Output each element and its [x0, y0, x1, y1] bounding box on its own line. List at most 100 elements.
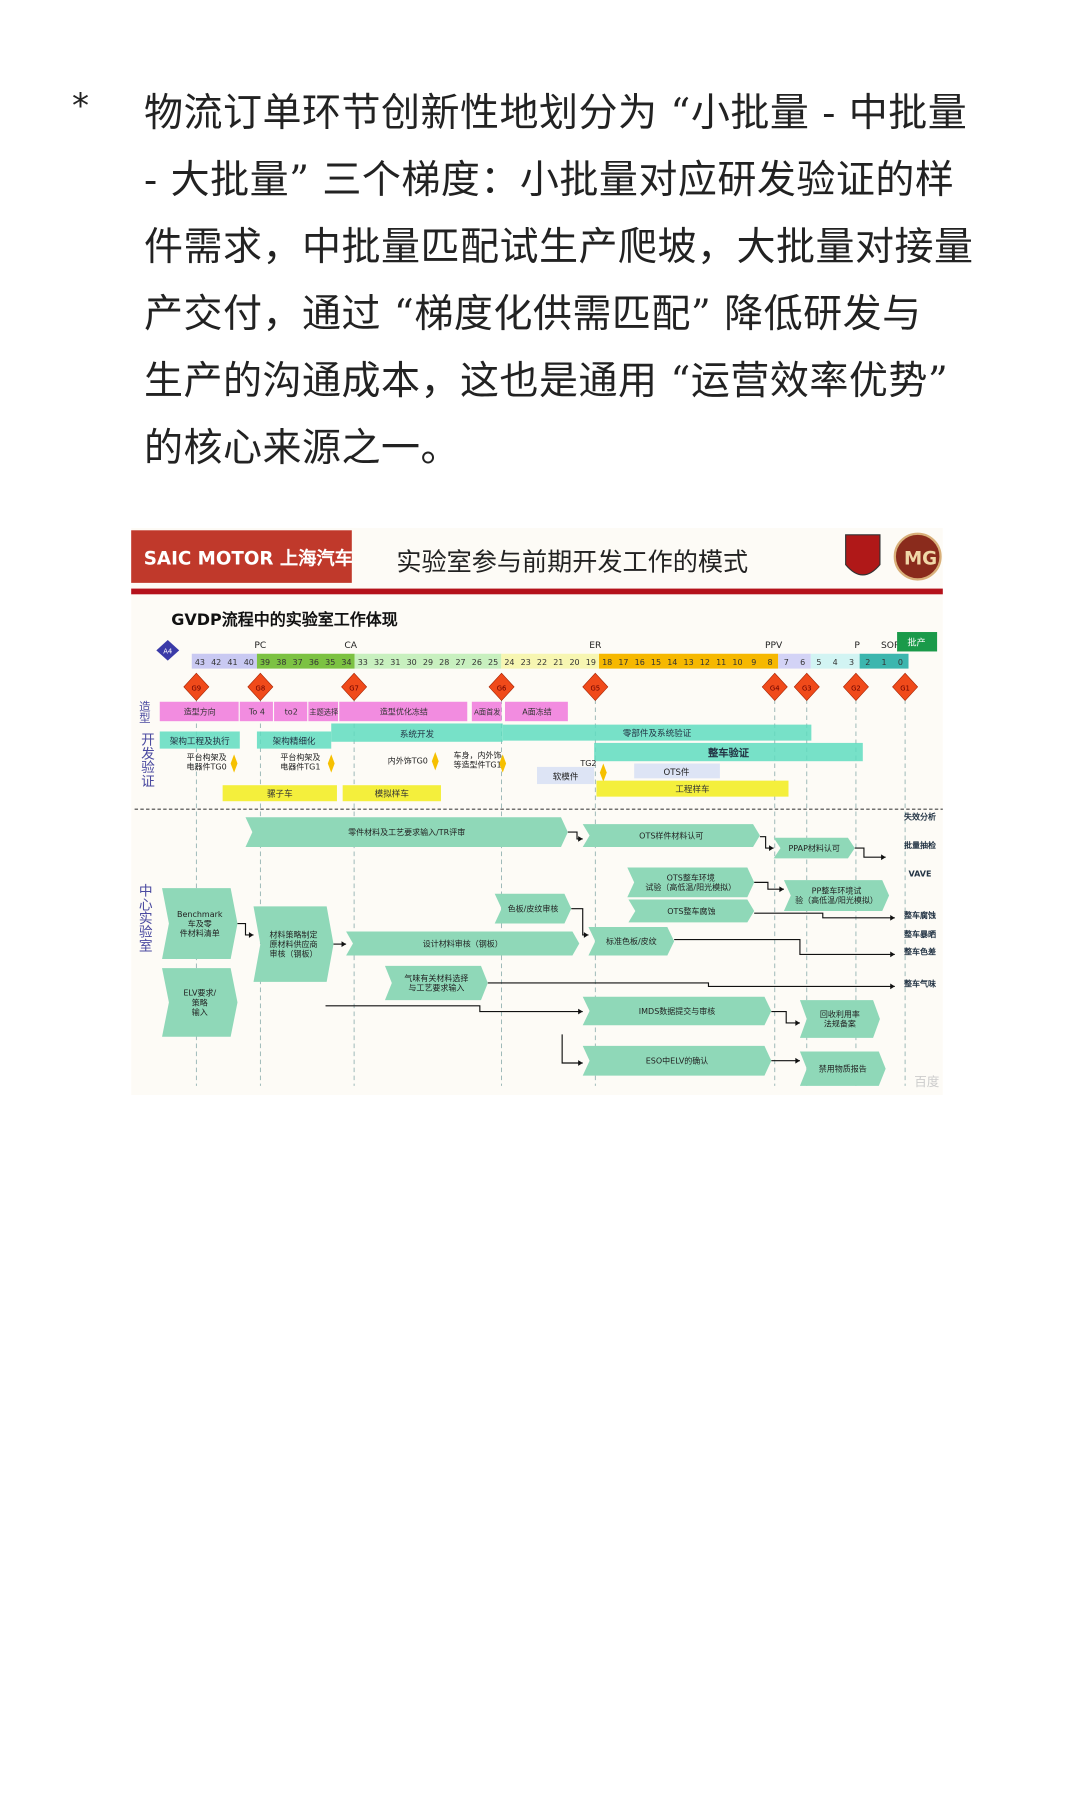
styling-bar: [159, 701, 239, 722]
start-label: A4: [163, 648, 172, 656]
dev-box-label: 软模件: [553, 770, 579, 782]
arrowhead: [890, 983, 895, 990]
week-number: 17: [618, 658, 628, 667]
process-chevron-label: 色板/皮纹审核: [508, 904, 559, 914]
arrowhead: [578, 1008, 583, 1015]
outcome-label: 批量抽检: [904, 840, 936, 850]
process-chevron-label: 策略: [192, 997, 208, 1007]
milestone-label: PPV: [765, 641, 783, 651]
week-number: 15: [651, 658, 661, 667]
styling-bar-label: 造型方向: [184, 706, 216, 716]
flow-arrow: [754, 881, 784, 890]
vehicle-bar: [222, 785, 337, 802]
article-paragraph: 物流订单环节创新性地划分为 “小批量 - 中批量 - 大批量” 三个梯度：小批量…: [144, 80, 1024, 482]
process-chevron-label: IMDS数据提交与审核: [639, 1006, 716, 1016]
week-number: 12: [700, 658, 710, 667]
flow-arrow: [674, 938, 895, 955]
week-number: 26: [472, 658, 482, 667]
week-number: 23: [521, 658, 531, 667]
week-number: 37: [293, 658, 303, 667]
styling-bar-label: to2: [285, 707, 298, 716]
process-chevron: [627, 867, 755, 898]
week-number: 40: [244, 658, 254, 667]
week-number: 8: [768, 658, 773, 667]
timeline-segment: [778, 653, 811, 669]
process-chevron: [582, 824, 760, 847]
tollgate-marker: [230, 754, 238, 773]
gate-label: G6: [497, 684, 507, 692]
process-chevron-label: 标准色板/皮纹: [606, 936, 657, 946]
process-chevron-label: 审核（钢板）: [270, 949, 318, 959]
week-number: 39: [260, 658, 270, 667]
process-chevron-label: OTS整车环境: [667, 872, 715, 882]
process-chevron-label: 验（高低温/阳光模拟）: [795, 895, 878, 905]
process-chevron: [582, 1045, 772, 1076]
process-chevron: [628, 899, 755, 923]
process-chevron-label: 设计材料审核（钢板）: [423, 938, 503, 948]
process-chevron-label: 件材料清单: [180, 928, 220, 938]
styling-bar: [339, 701, 468, 722]
flow-arrow: [325, 1005, 583, 1013]
dev-note: 平台构架及: [187, 752, 227, 762]
week-number: 34: [341, 658, 351, 667]
week-number: 6: [800, 658, 805, 667]
tollgate-marker: [599, 763, 607, 782]
process-chevron: [346, 931, 580, 956]
section-label-styling: 造型: [138, 700, 152, 724]
arrowhead: [795, 1057, 800, 1064]
process-chevron: [384, 965, 488, 1001]
brand-banner: [131, 530, 352, 583]
dev-bar: [159, 731, 240, 749]
slide-subtitle: GVDP流程中的实验室工作体现: [171, 610, 398, 629]
gate-label: G5: [590, 684, 600, 692]
timeline-segment: [501, 653, 600, 669]
week-number: 29: [423, 658, 433, 667]
dev-bar-label: 整车验证: [707, 747, 750, 760]
gate-label: G2: [851, 684, 861, 692]
paragraph-line: 生产的沟通成本，这也是通用 “运营效率优势”: [144, 359, 949, 404]
header-rule: [131, 588, 943, 595]
process-chevron-label: 气味有关材料选择: [404, 973, 468, 983]
paragraph-line: 的核心来源之一。: [144, 426, 461, 471]
process-chevron-label: 试验（高低温/阳光模拟）: [645, 882, 736, 892]
process-chevron-label: 与工艺要求输入: [408, 983, 464, 993]
week-number: 33: [358, 658, 368, 667]
gate-diamond: [183, 672, 210, 702]
week-number: 16: [635, 658, 645, 667]
week-number: 14: [667, 658, 677, 667]
milestone-label: PC: [254, 641, 266, 651]
arrowhead: [769, 845, 774, 851]
process-chevron-label: PP整车环境试: [812, 886, 862, 896]
roewe-logo: [845, 534, 881, 576]
dev-bar-label: 系统开发: [400, 728, 435, 740]
process-chevron-label: 车及零: [188, 918, 212, 928]
dev-note: 车身，内外饰: [454, 750, 502, 760]
process-chevron: [783, 880, 890, 911]
milestone-label: ER: [589, 641, 602, 651]
week-number: 27: [455, 658, 465, 667]
paragraph-line: 产交付，通过 “梯度化供需匹配” 降低研发与: [144, 292, 922, 337]
flow-arrow: [854, 847, 886, 858]
week-number: 22: [537, 658, 547, 667]
week-number: 7: [784, 658, 789, 667]
arrowhead: [881, 854, 886, 861]
dev-bar: [331, 723, 503, 742]
week-number: 20: [569, 658, 579, 667]
process-chevron: [253, 906, 334, 982]
start-diamond: [156, 640, 180, 661]
process-chevron: [773, 837, 855, 859]
week-number: 9: [751, 658, 756, 667]
gate-diamond: [892, 672, 919, 702]
week-number: 30: [407, 658, 417, 667]
process-chevron-label: PPAP材料认可: [788, 843, 839, 853]
section-label-dev: 开发验证: [138, 733, 155, 788]
production-label: 批产: [907, 637, 925, 649]
dev-bar: [256, 731, 332, 749]
arrowhead: [583, 932, 589, 938]
process-chevron-label: OTS样件材料认可: [639, 830, 703, 840]
week-number: 18: [602, 658, 612, 667]
styling-bar: [274, 701, 308, 722]
dev-note: 等造型件TG1: [453, 759, 501, 769]
paragraph-line: 件需求，中批量匹配试生产爬坡，大批量对接量: [144, 225, 974, 270]
